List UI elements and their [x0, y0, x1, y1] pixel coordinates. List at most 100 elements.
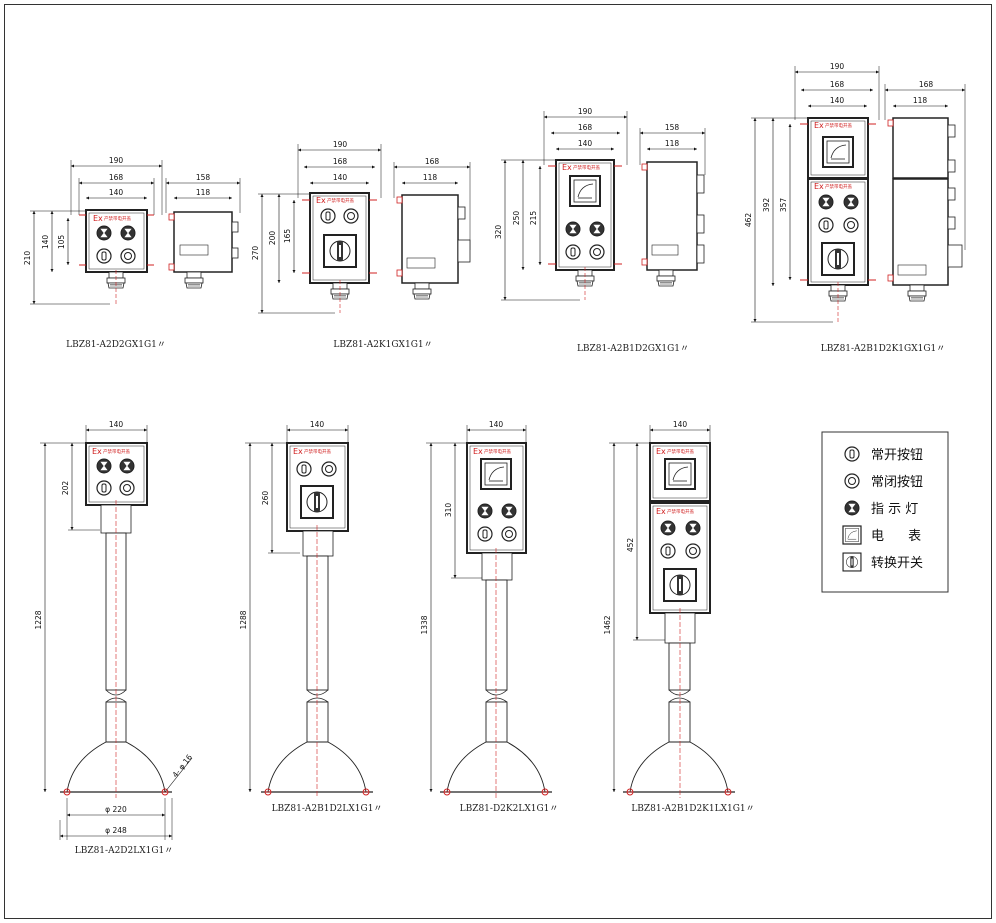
dim-width-outer: 190: [830, 62, 845, 71]
dim-height-outer: 270: [251, 246, 260, 261]
enclosure-front-1: 190 168 140 210 140 105 Ex 产禁带电开盖: [23, 156, 163, 305]
dim-side-width-2: 118: [665, 139, 680, 148]
model-caption-7: LBZ81-D2K2LX1G1〃: [460, 804, 559, 814]
dim-height-inner2: 357: [779, 198, 788, 213]
dim-width-outer: 190: [333, 140, 348, 149]
dim-height-inner: 392: [762, 198, 771, 213]
dim-height-inner: 250: [512, 211, 521, 226]
enclosure-side-3: 158 118: [639, 123, 706, 287]
indicator-lamp-icon: [844, 500, 860, 516]
plate-text: 产禁带电开盖: [104, 215, 131, 222]
model-caption-3: LBZ81-A2B1D2GX1G1〃: [577, 344, 689, 354]
dim-height-outer: 320: [494, 225, 503, 240]
dim-total-height: 1288: [239, 610, 248, 629]
dim-box-height: 260: [261, 491, 270, 506]
dim-side-width-2: 118: [913, 96, 928, 105]
dim-base-inner: φ 220: [105, 805, 127, 814]
dim-width-mid: 168: [830, 80, 845, 89]
ex-mark: Ex: [814, 121, 824, 130]
ex-mark: Ex: [656, 507, 666, 516]
model-caption-1: LBZ81-A2D2GX1G1〃: [66, 340, 166, 350]
ex-mark: Ex: [814, 182, 824, 191]
pedestal-stand-3: 140 1338 310 Ex 产禁带电开盖: [420, 420, 552, 798]
dim-width: 140: [109, 420, 124, 429]
dim-width: 140: [673, 420, 688, 429]
model-caption-5: LBZ81-A2D2LX1G1〃: [75, 846, 174, 856]
ex-mark: Ex: [293, 447, 303, 456]
enclosure-front-2: 190 168 140 270 200 165 Ex 产禁带电开盖: [251, 140, 382, 314]
pedestal-stand-1: 140 1228 202 Ex 产禁带电开盖 φ 220 φ 248 4- φ …: [34, 420, 194, 840]
dim-width-inner: 140: [109, 188, 124, 197]
normally-closed-button-icon: [844, 473, 860, 489]
dim-side-width-2: 118: [196, 188, 211, 197]
legend-label-normally-open: 常开按钮: [871, 448, 923, 463]
plate-text: 产禁带电开盖: [825, 122, 852, 129]
ex-mark: Ex: [316, 196, 326, 205]
plate-text: 产禁带电开盖: [667, 448, 694, 455]
dim-width-outer: 190: [578, 107, 593, 116]
plate-text: 产禁带电开盖: [825, 183, 852, 190]
dim-width-mid: 168: [578, 123, 593, 132]
legend-label-normally-closed: 常闭按钮: [871, 475, 923, 490]
dim-width: 140: [489, 420, 504, 429]
dim-width-mid: 168: [333, 157, 348, 166]
model-caption-4: LBZ81-A2B1D2K1GX1G1〃: [821, 344, 946, 354]
dim-width: 140: [310, 420, 325, 429]
enclosure-front-3: 190 168 140 320 250 215 Ex 产禁带电开盖: [494, 107, 628, 301]
ex-mark: Ex: [92, 447, 102, 456]
plate-text: 产禁带电开盖: [484, 448, 511, 455]
plate-text: 产禁带电开盖: [667, 508, 694, 515]
legend: 常开按钮 常闭按钮 指 示 灯 电 表 转换开关: [821, 431, 949, 593]
legend-label-indicator: 指 示 灯: [871, 502, 918, 517]
normally-open-button-icon: [844, 446, 860, 462]
dim-height-inner2: 105: [57, 235, 66, 250]
dim-box-height: 452: [626, 538, 635, 553]
ex-mark: Ex: [93, 214, 103, 223]
dim-base-outer: φ 248: [105, 826, 127, 835]
enclosure-side-4: 168 118: [884, 80, 966, 302]
sheet-border: [4, 4, 992, 919]
selector-switch-icon: [842, 552, 862, 572]
dim-height-inner: 200: [268, 231, 277, 246]
dim-box-height: 310: [444, 503, 453, 518]
dim-side-width-2: 118: [423, 173, 438, 182]
pedestal-stand-4: 140 1462 452 Ex 产禁带电开盖 Ex 产禁带电开盖: [603, 420, 735, 798]
ex-mark: Ex: [656, 447, 666, 456]
dim-height-inner2: 165: [283, 229, 292, 244]
pedestal-stand-2: 140 1288 260 Ex 产禁带电开盖: [239, 420, 373, 798]
dim-height-outer: 210: [23, 251, 32, 266]
dim-height-inner: 140: [41, 235, 50, 250]
enclosure-front-4: 190 168 140 462 392 357 Ex 产禁带电开盖 Ex 产禁带…: [744, 62, 880, 323]
legend-label-meter: 电 表: [871, 529, 922, 544]
model-caption-8: LBZ81-A2B1D2K1LX1G1〃: [631, 804, 754, 814]
enclosure-side-1: 158 118: [165, 173, 241, 289]
dim-total-height: 1228: [34, 610, 43, 629]
dim-width-outer: 190: [109, 156, 124, 165]
enclosure-side-2: 168 118: [393, 157, 471, 300]
model-caption-2: LBZ81-A2K1GX1G1〃: [333, 340, 432, 350]
plate-text: 产禁带电开盖: [304, 448, 331, 455]
legend-label-selector: 转换开关: [871, 556, 923, 571]
dim-box-height: 202: [61, 481, 70, 496]
dim-total-height: 1462: [603, 615, 612, 634]
plate-text: 产禁带电开盖: [103, 448, 130, 455]
ex-mark: Ex: [473, 447, 483, 456]
dim-height-outer: 462: [744, 213, 753, 228]
dim-width-inner: 140: [578, 139, 593, 148]
dim-mounting-holes: 4- φ 16: [170, 752, 194, 779]
dim-width-inner: 140: [333, 173, 348, 182]
electric-meter-icon: [842, 525, 862, 545]
dim-total-height: 1338: [420, 615, 429, 634]
model-caption-6: LBZ81-A2B1D2LX1G1〃: [272, 804, 383, 814]
ex-mark: Ex: [562, 163, 572, 172]
dim-side-width-1: 158: [196, 173, 211, 182]
dim-side-width-1: 168: [919, 80, 934, 89]
plate-text: 产禁带电开盖: [327, 197, 354, 204]
dim-width-mid: 168: [109, 173, 124, 182]
dim-height-inner2: 215: [529, 211, 538, 226]
dim-width-inner: 140: [830, 96, 845, 105]
dim-side-width-1: 158: [665, 123, 680, 132]
dim-side-width-1: 168: [425, 157, 440, 166]
plate-text: 产禁带电开盖: [573, 164, 600, 171]
